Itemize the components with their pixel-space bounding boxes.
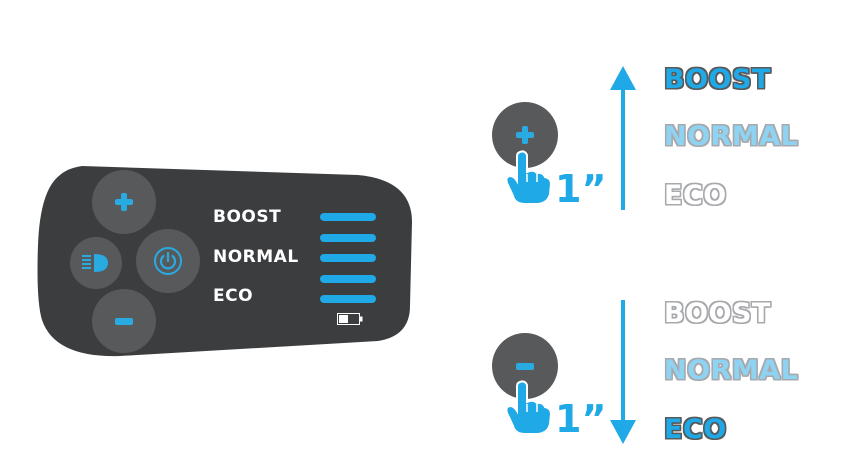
decrease-mode-normal: NORMAL bbox=[664, 355, 799, 386]
headlight-icon bbox=[82, 254, 108, 272]
decrease-mode-eco: ECO bbox=[664, 414, 727, 445]
level-bar bbox=[320, 275, 376, 283]
plus-icon bbox=[516, 126, 534, 144]
arrow-down-icon bbox=[610, 300, 636, 444]
minus-icon bbox=[516, 362, 534, 370]
arrow-up-icon bbox=[610, 66, 636, 210]
power-button[interactable] bbox=[136, 229, 200, 293]
pointing-hand-icon bbox=[505, 150, 553, 205]
hold-duration: 1” bbox=[555, 167, 607, 211]
mode-label-eco: ECO bbox=[213, 286, 254, 306]
pointing-hand-icon bbox=[505, 380, 553, 435]
level-bar bbox=[320, 234, 376, 242]
minus-button[interactable] bbox=[92, 289, 156, 353]
plus-icon bbox=[115, 193, 133, 211]
headlight-button[interactable] bbox=[70, 237, 122, 289]
increase-mode-eco: ECO bbox=[664, 180, 727, 211]
increase-mode-boost: BOOST bbox=[664, 64, 771, 95]
level-bar bbox=[320, 295, 376, 303]
mode-label-normal: NORMAL bbox=[213, 247, 299, 267]
mode-label-boost: BOOST bbox=[213, 207, 282, 227]
level-bar bbox=[320, 254, 376, 262]
power-icon bbox=[154, 247, 182, 275]
hold-duration: 1” bbox=[555, 397, 607, 441]
increase-mode-normal: NORMAL bbox=[664, 121, 799, 152]
decrease-mode-boost: BOOST bbox=[664, 298, 771, 329]
level-bar bbox=[320, 213, 376, 221]
minus-icon bbox=[115, 317, 133, 325]
plus-button[interactable] bbox=[92, 170, 156, 234]
battery-icon bbox=[337, 313, 363, 325]
